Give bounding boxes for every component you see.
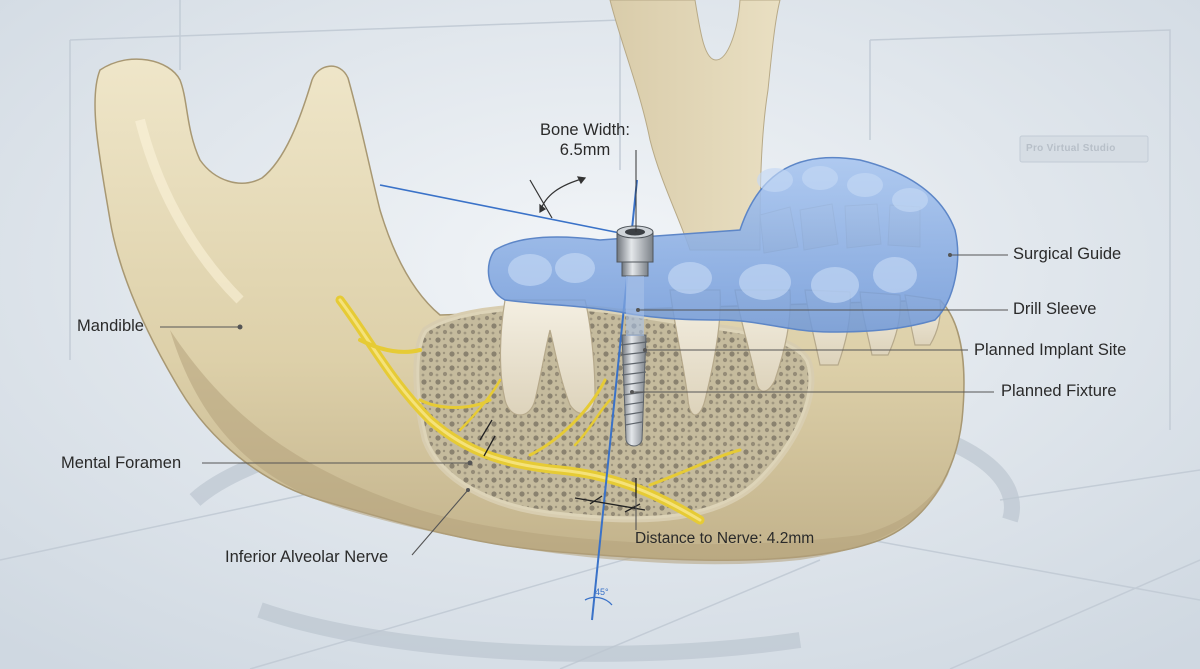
angle-label: 45° bbox=[595, 587, 609, 597]
mandible-label: Mandible bbox=[77, 317, 144, 335]
inferior-alveolar-nerve-label: Inferior Alveolar Nerve bbox=[225, 548, 389, 566]
surgical-guide-label: Surgical Guide bbox=[1013, 245, 1122, 263]
drill-sleeve-graphic bbox=[616, 225, 654, 336]
planned-fixture-label: Planned Fixture bbox=[1001, 382, 1117, 400]
angle-arc bbox=[584, 596, 613, 606]
leader-lines bbox=[160, 254, 1008, 556]
background-panel bbox=[1019, 135, 1149, 163]
leader-dots bbox=[237, 253, 952, 492]
distance-to-nerve-label: Distance to Nerve: 4.2mm bbox=[635, 530, 815, 547]
planned-fixture-graphic bbox=[620, 334, 648, 447]
bone-width-dimension bbox=[529, 176, 587, 219]
back-ramus bbox=[609, 0, 781, 251]
background-panel-text: Pro Virtual Studio bbox=[1026, 143, 1116, 154]
guide-teeth-impressions bbox=[508, 166, 928, 303]
bone-width-title: Bone Width: bbox=[540, 121, 630, 139]
bone-shadow bbox=[170, 330, 950, 565]
planned-implant-site-label: Planned Implant Site bbox=[974, 341, 1127, 359]
drill-sleeve-label: Drill Sleeve bbox=[1013, 300, 1097, 318]
bone-highlight bbox=[135, 118, 244, 304]
bone-width-label: Bone Width: 6.5mm bbox=[535, 120, 635, 160]
angle-reference-line bbox=[379, 184, 631, 236]
bone-width-value: 6.5mm bbox=[559, 141, 611, 160]
nerve-distance-markers bbox=[479, 419, 646, 513]
inferior-alveolar-nerve-path bbox=[335, 295, 742, 525]
mental-foramen-label: Mental Foramen bbox=[61, 454, 182, 472]
